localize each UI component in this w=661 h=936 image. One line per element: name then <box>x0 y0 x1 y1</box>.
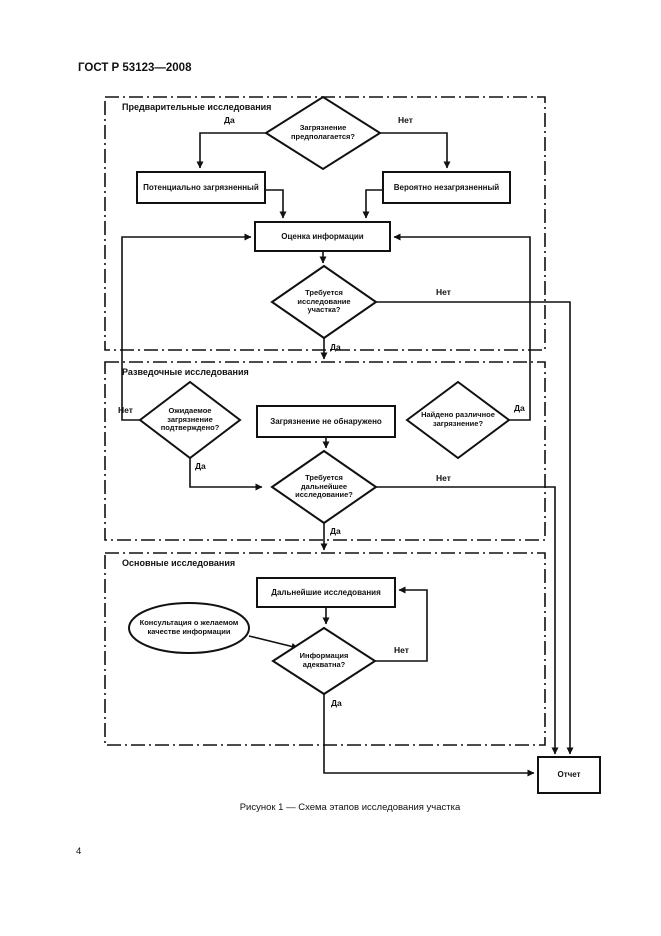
diamond-further-needed <box>270 449 378 525</box>
edge-need-no-to-report <box>376 301 574 755</box>
section-frame-main <box>104 552 546 746</box>
section-label-exploratory: Разведочные исследования <box>122 367 249 377</box>
section-label-main: Основные исследования <box>122 558 236 568</box>
diamond-info-adequate <box>271 626 377 696</box>
box-further-invest-label: Дальнейшие исследования <box>271 587 381 597</box>
edge-label-need-no: Нет <box>436 287 451 297</box>
edge-suspected-no <box>380 132 451 169</box>
diamond-different-found-label: Найдено различное загрязнение? <box>421 410 495 428</box>
diamond-site-invest-needed-label: Требуется исследование участка? <box>297 288 351 315</box>
edge-label-suspected-no: Нет <box>398 115 413 125</box>
section-label-preliminary: Предварительные исследования <box>122 102 272 112</box>
diamond-further-needed-label: Требуется дальнейшее исследование? <box>295 473 353 500</box>
ellipse-consultation <box>128 602 250 654</box>
edge-label-different-yes: Да <box>514 403 525 413</box>
box-info-assessment-label: Оценка информации <box>281 231 364 241</box>
edge-probably-to-assessment <box>362 189 383 219</box>
diamond-suspected-label: Загрязнение предполагается? <box>291 123 355 141</box>
ellipse-consultation-label: Консультация о желаемом качестве информа… <box>139 618 239 636</box>
diamond-expected-confirmed <box>138 380 242 460</box>
edge-label-adequate-no: Нет <box>394 645 409 655</box>
edge-adequate-yes-to-report <box>323 694 535 777</box>
edge-label-expected-no: Нет <box>118 405 133 415</box>
diamond-different-found <box>405 380 511 460</box>
figure-caption: Рисунок 1 — Схема этапов исследования уч… <box>239 802 461 813</box>
diamond-site-invest-needed <box>270 264 378 340</box>
edge-consult-to-adequate <box>248 635 299 650</box>
box-probably-clean-label: Вероятно незагрязненный <box>393 182 500 192</box>
edge-label-need-yes: Да <box>330 342 341 352</box>
box-not-detected-label: Загрязнение не обнаружено <box>270 416 382 426</box>
section-frame-exploratory <box>104 361 546 541</box>
box-report <box>537 756 601 794</box>
edge-different-yes-to-assessment <box>393 233 531 421</box>
diamond-suspected <box>264 95 382 171</box>
edge-suspected-yes <box>196 132 266 169</box>
box-report-label: Отчет <box>557 770 581 780</box>
edge-adequate-no-loop <box>375 586 428 662</box>
document-header: ГОСТ Р 53123—2008 <box>78 62 192 74</box>
box-probably-clean <box>382 171 511 204</box>
edge-label-suspected-yes: Да <box>224 115 235 125</box>
edge-further-no-to-report <box>376 486 559 755</box>
box-potentially-contaminated-label: Потенциально загрязненный <box>143 182 259 192</box>
edge-expected-no-to-assessment <box>121 233 252 421</box>
edge-label-expected-yes: Да <box>195 461 206 471</box>
diamond-expected-confirmed-label: Ожидаемое загрязнение подтверждено? <box>160 406 220 433</box>
page-number: 4 <box>76 846 82 857</box>
box-not-detected <box>256 405 396 438</box>
edge-label-further-yes: Да <box>330 526 341 536</box>
diamond-info-adequate-label: Информация адекватна? <box>299 651 349 669</box>
edge-label-further-no: Нет <box>436 473 451 483</box>
edge-potentially-to-assessment <box>265 189 287 219</box>
box-info-assessment <box>254 221 391 252</box>
box-further-invest <box>256 577 396 608</box>
edge-expected-yes-to-further-needed <box>189 458 263 491</box>
box-potentially-contaminated <box>136 171 266 204</box>
section-frame-preliminary <box>104 96 546 351</box>
edge-label-adequate-yes: Да <box>331 698 342 708</box>
